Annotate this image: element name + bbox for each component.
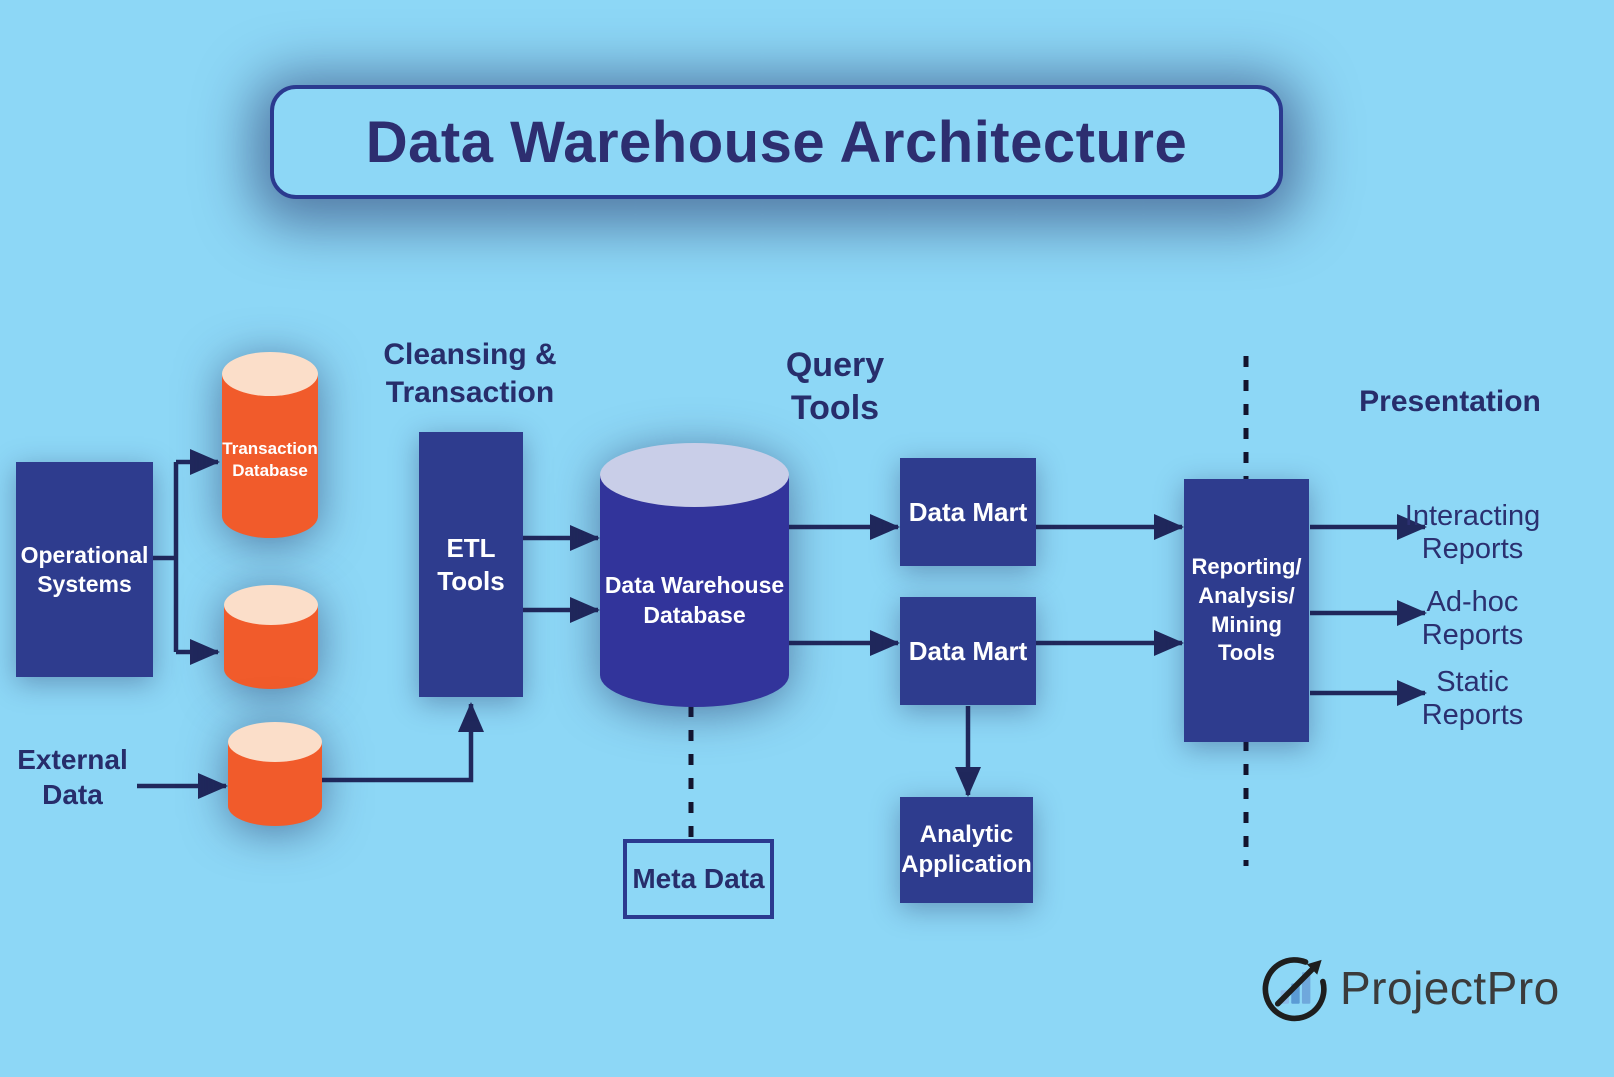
cylinder-top: [222, 352, 318, 396]
reporting-analysis-mining-tools-box: Reporting/ Analysis/ Mining Tools: [1184, 479, 1309, 742]
meta-data-box: Meta Data: [623, 839, 774, 919]
cylinder-body: [600, 475, 789, 707]
output-static-reports: Static Reports: [1421, 665, 1524, 731]
arrow-source-db-to-etl: [322, 702, 484, 783]
source-database-cylinder-3: [228, 722, 322, 826]
data-mart-top-box: Data Mart: [900, 458, 1036, 566]
growth-chart-arrow-icon: [1262, 957, 1327, 1022]
cylinder-top: [224, 585, 318, 625]
projectpro-logo: ProjectPro: [1262, 952, 1560, 1024]
cylinder-top: [600, 443, 789, 507]
output-interacting-reports: Interacting Reports: [1404, 499, 1541, 565]
data-mart-bottom-box: Data Mart: [900, 597, 1036, 705]
analytic-application-box: Analytic Application: [900, 797, 1033, 903]
output-adhoc-reports: Ad-hoc Reports: [1421, 585, 1524, 651]
cylinder-body: [222, 374, 318, 538]
data-warehouse-database-label: Data Warehouse Database: [604, 572, 785, 628]
diagram-title-box: Data Warehouse Architecture: [270, 85, 1283, 199]
projectpro-logo-text: ProjectPro: [1340, 962, 1560, 1014]
source-database-cylinder-2: [224, 585, 318, 689]
data-warehouse-database-cylinder: Data Warehouse Database: [600, 443, 789, 707]
section-header-presentation: Presentation: [1359, 385, 1541, 418]
section-header-cleansing-transaction: Cleansing & Transaction: [383, 338, 557, 409]
transaction-database-label: Transaction Database: [222, 439, 318, 481]
section-header-query-tools: Query Tools: [785, 346, 885, 427]
operational-systems-box: Operational Systems: [16, 462, 153, 677]
diagram-title: Data Warehouse Architecture: [365, 109, 1188, 175]
external-data-label: External Data: [17, 744, 128, 810]
cylinder-top: [228, 722, 322, 762]
transaction-database-cylinder: Transaction Database: [222, 352, 318, 538]
etl-tools-box: ETL Tools: [419, 432, 523, 697]
